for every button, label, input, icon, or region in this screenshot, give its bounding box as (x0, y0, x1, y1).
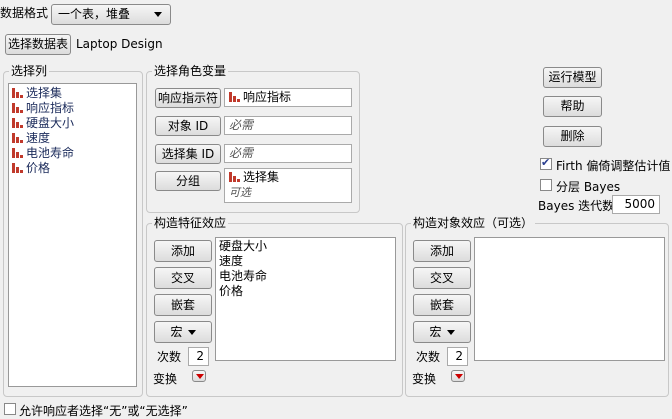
continuous-column-icon (12, 118, 23, 128)
hierarchical-bayes-label: 分层 Bayes (556, 180, 621, 194)
subject-effects-add-button[interactable]: 添加 (413, 240, 471, 262)
feature-effects-title: 构造特征效应 (152, 216, 229, 230)
column-name: 电池寿命 (26, 146, 75, 160)
data-format-dropdown[interactable]: 一个表，堆叠 (51, 4, 171, 25)
continuous-column-icon (229, 172, 240, 182)
chevron-down-icon (187, 330, 196, 335)
firth-label: Firth 偏倚调整估计值 (556, 159, 671, 173)
feature-effects-nest-button[interactable]: 嵌套 (154, 294, 212, 316)
column-item[interactable]: 硬盘大小 (9, 116, 136, 131)
remove-button[interactable]: 删除 (543, 126, 602, 147)
chevron-down-icon (446, 330, 455, 335)
continuous-column-icon (229, 92, 240, 102)
continuous-column-icon (12, 88, 23, 98)
column-name: 价格 (26, 161, 51, 175)
subject-effects-macro-button[interactable]: 宏 (413, 321, 471, 343)
continuous-column-icon (12, 163, 23, 173)
transform-label: 变换 (153, 372, 178, 386)
select-data-table-button[interactable]: 选择数据表 (5, 34, 71, 55)
column-name: 速度 (26, 131, 51, 145)
feature-effects-transform-button[interactable] (192, 370, 206, 382)
response-indicator-field[interactable]: 响应指标 (224, 88, 352, 107)
subject-id-button[interactable]: 对象 ID (155, 116, 221, 136)
role-variables-group: 选择角色变量 (146, 64, 360, 213)
feature-effects-cross-button[interactable]: 交叉 (154, 267, 212, 289)
subject-effects-degree-input[interactable]: 2 (447, 347, 468, 366)
macro-label: 宏 (170, 325, 183, 339)
feature-effects-add-button[interactable]: 添加 (154, 240, 212, 262)
column-item[interactable]: 电池寿命 (9, 146, 136, 161)
column-list[interactable]: 选择集响应指标硬盘大小速度电池寿命价格 (8, 83, 137, 387)
grouping-value: 选择集 (243, 170, 280, 184)
subject-effects-title: 构造对象效应（可选） (411, 216, 536, 230)
continuous-column-icon (12, 133, 23, 143)
firth-checkbox[interactable]: ✔ (540, 156, 552, 170)
column-item[interactable]: 速度 (9, 131, 136, 146)
choice-set-id-button[interactable]: 选择集 ID (155, 144, 221, 164)
select-columns-group: 选择列 选择集响应指标硬盘大小速度电池寿命价格 (3, 64, 143, 397)
column-name: 响应指标 (26, 101, 75, 115)
role-variables-title: 选择角色变量 (152, 64, 229, 78)
transform-label: 变换 (412, 372, 437, 386)
allow-none-checkbox[interactable] (4, 403, 16, 415)
choice-set-id-field[interactable]: 必需 (224, 144, 352, 163)
effect-item[interactable]: 价格 (219, 284, 244, 298)
hierarchical-bayes-checkbox[interactable] (540, 179, 552, 191)
chevron-down-icon (154, 12, 162, 17)
feature-effects-group: 构造特征效应 (146, 216, 403, 397)
allow-none-label: 允许响应者选择“无”或“无选择” (19, 404, 188, 418)
grouping-placeholder: 可选 (229, 186, 251, 199)
select-columns-title: 选择列 (9, 64, 50, 78)
response-indicator-button[interactable]: 响应指示符 (155, 88, 221, 108)
subject-id-field[interactable]: 必需 (224, 116, 352, 135)
subject-effects-nest-button[interactable]: 嵌套 (413, 294, 471, 316)
column-name: 选择集 (26, 86, 63, 100)
red-triangle-icon (455, 374, 463, 379)
degree-label: 次数 (416, 350, 441, 364)
macro-label: 宏 (429, 325, 442, 339)
effect-item[interactable]: 速度 (219, 254, 244, 268)
grouping-field[interactable]: 选择集可选 (224, 168, 352, 203)
effect-item[interactable]: 硬盘大小 (219, 239, 268, 253)
continuous-column-icon (12, 103, 23, 113)
table-name: Laptop Design (76, 37, 163, 51)
red-triangle-icon (196, 374, 204, 379)
run-model-button[interactable]: 运行模型 (543, 67, 602, 88)
help-button[interactable]: 帮助 (543, 96, 602, 117)
effect-item[interactable]: 电池寿命 (219, 269, 268, 283)
bayes-iterations-label: Bayes 迭代数 (538, 199, 615, 213)
feature-effects-list[interactable]: 硬盘大小速度电池寿命价格 (215, 237, 396, 361)
column-name: 硬盘大小 (26, 116, 75, 130)
data-format-label: 数据格式 (0, 6, 49, 20)
continuous-column-icon (12, 148, 23, 158)
subject-effects-list[interactable] (474, 237, 665, 361)
data-format-value: 一个表，堆叠 (58, 7, 131, 21)
grouping-button[interactable]: 分组 (155, 171, 221, 191)
feature-effects-macro-button[interactable]: 宏 (154, 321, 212, 343)
column-item[interactable]: 价格 (9, 161, 136, 176)
column-item[interactable]: 选择集 (9, 86, 136, 101)
feature-effects-degree-input[interactable]: 2 (188, 347, 209, 366)
subject-effects-cross-button[interactable]: 交叉 (413, 267, 471, 289)
subject-effects-transform-button[interactable] (451, 370, 465, 382)
response-indicator-value: 响应指标 (243, 90, 292, 104)
degree-label: 次数 (157, 350, 182, 364)
bayes-iterations-input[interactable]: 5000 (612, 195, 660, 214)
column-item[interactable]: 响应指标 (9, 101, 136, 116)
subject-effects-group: 构造对象效应（可选） (405, 216, 669, 397)
